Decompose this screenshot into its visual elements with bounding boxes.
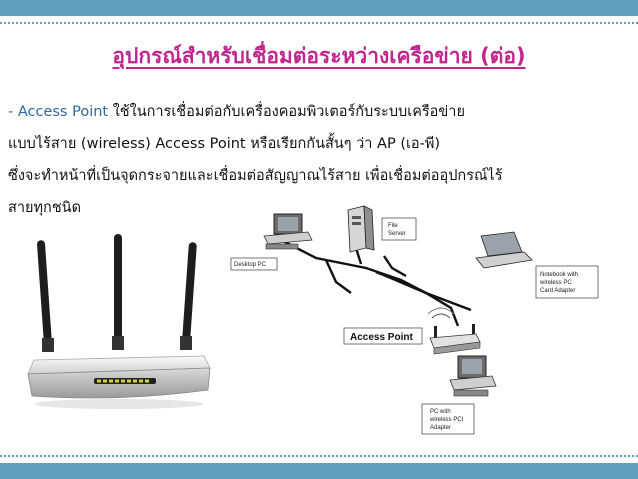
wireless-pc-label-1: PC with <box>430 409 451 415</box>
file-server-label-1: File <box>388 223 398 229</box>
wireless-pc-icon <box>449 355 497 397</box>
antenna-middle <box>114 234 122 342</box>
top-dotted-divider <box>0 22 638 24</box>
wireless-pc-label-2: wireless PCI <box>429 417 464 423</box>
desktop-pc-label: Desktop PC <box>234 262 267 268</box>
access-point-label: Access Point <box>350 332 413 343</box>
antenna-right <box>182 242 197 343</box>
slide-title: อุปกรณ์สำหรับเชื่อมต่อระหว่างเครือข่าย (… <box>112 44 526 68</box>
body-line-1-text: ใช้ในการเชื่อมต่อกับเครื่องคอมพิวเตอร์กั… <box>108 104 465 120</box>
antenna-left <box>37 240 52 345</box>
term-access-point: Access Point <box>17 104 109 120</box>
body-line-4: สายทุกชนิด <box>8 200 81 216</box>
access-point-icon <box>427 307 481 355</box>
router-image <box>27 234 211 409</box>
bottom-stripe <box>0 463 638 479</box>
bullet-dash: - <box>8 104 14 120</box>
bottom-dotted-divider <box>0 455 638 457</box>
network-diagram: Desktop PC File Server Notebook with wir… <box>230 205 599 435</box>
notebook-label-2: wireless PC <box>539 280 572 286</box>
file-server-label-2: Server <box>388 231 406 237</box>
desktop-pc-icon <box>263 213 313 250</box>
body-line-2: แบบไร้สาย (wireless) Access Point หรือเร… <box>8 136 441 152</box>
body-text: - Access Point ใช้ในการเชื่อมต่อกับเครื่… <box>8 96 626 224</box>
body-line-3: ซึ่งจะทำหน้าที่เป็นจุดกระจายและเชื่อมต่อ… <box>8 168 503 184</box>
notebook-label-3: Card Adapter <box>540 288 575 294</box>
body-line-1: - Access Point ใช้ในการเชื่อมต่อกับเครื่… <box>8 96 626 128</box>
file-server-icon <box>347 205 375 253</box>
wireless-pc-label-3: Adapter <box>430 425 451 431</box>
notebook-icon <box>475 231 533 269</box>
notebook-label-1: Notebook with <box>540 272 578 278</box>
top-stripe <box>0 0 638 16</box>
